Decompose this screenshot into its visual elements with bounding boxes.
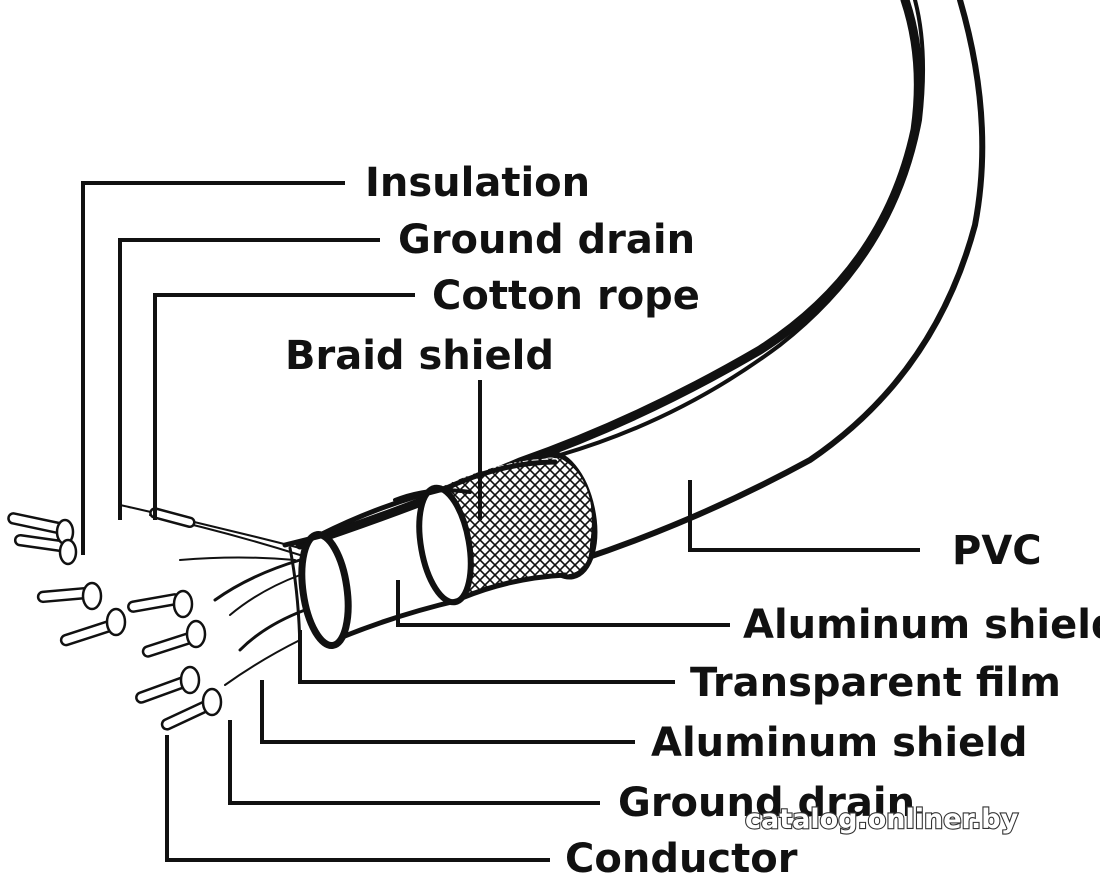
leader-conductor — [167, 735, 550, 860]
label-ground-drain-top: Ground drain — [398, 217, 695, 263]
label-aluminum-shield-outer: Aluminum shield — [743, 602, 1100, 648]
label-cotton-rope: Cotton rope — [432, 273, 700, 319]
leader-cotton-rope — [155, 295, 415, 520]
label-braid-shield: Braid shield — [285, 333, 554, 379]
leader-aluminum-shield-inner — [262, 680, 635, 742]
label-conductor: Conductor — [565, 836, 798, 875]
label-aluminum-shield-inner: Aluminum shield — [651, 720, 1028, 766]
leader-ground-drain-bottom — [230, 720, 600, 803]
label-pvc: PVC — [952, 528, 1042, 574]
label-insulation: Insulation — [365, 160, 590, 206]
label-transparent-film: Transparent film — [690, 660, 1061, 706]
leader-transparent-film — [300, 630, 675, 682]
conductor-wires — [8, 507, 221, 730]
leader-ground-drain-top — [120, 240, 380, 520]
aluminum-shield-end — [295, 531, 354, 648]
leader-pvc — [690, 480, 920, 550]
watermark: catalog.onliner.by — [745, 804, 1019, 835]
